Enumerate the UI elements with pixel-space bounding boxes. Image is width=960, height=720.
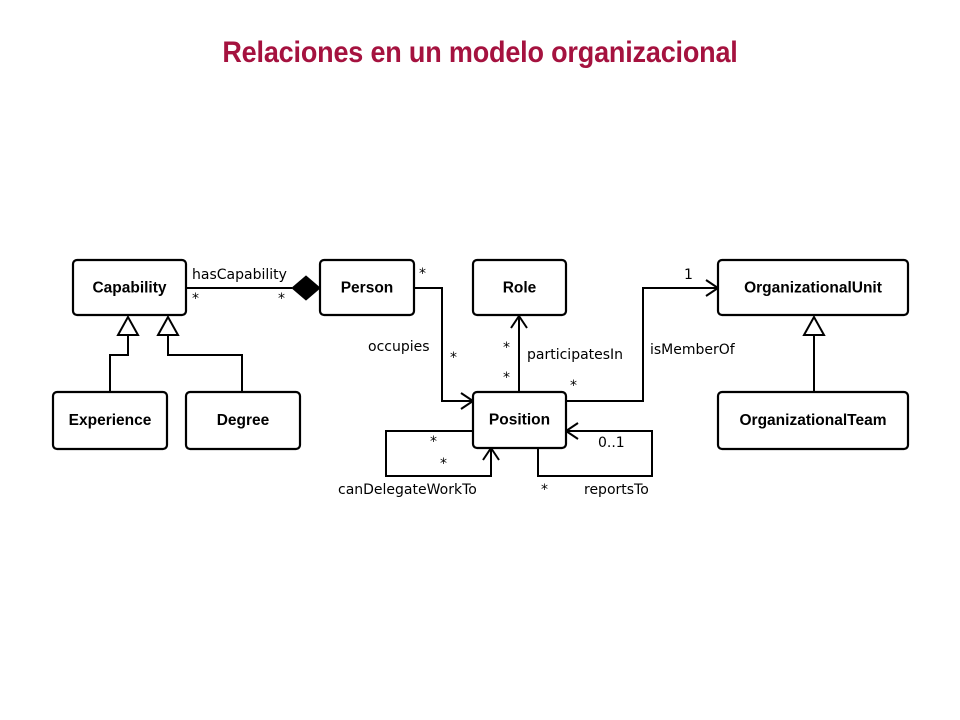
class-position: Position	[471, 390, 568, 450]
class-role-label: Role	[503, 280, 537, 297]
class-experience-label: Experience	[69, 412, 152, 429]
mult-can-delegate-source-end: *	[430, 434, 437, 450]
class-capability-label: Capability	[92, 280, 166, 297]
label-can-delegate-work-to: canDelegateWorkTo	[338, 482, 477, 498]
generalization-degree-capability	[167, 334, 243, 392]
class-degree: Degree	[184, 390, 302, 451]
mult-can-delegate-target-end: *	[440, 456, 447, 472]
edge-occupies	[414, 287, 473, 402]
mult-is-member-of-position-end: *	[570, 378, 577, 394]
class-experience: Experience	[51, 390, 169, 451]
label-reports-to: reportsTo	[584, 482, 649, 498]
class-organizational-unit-label: OrganizationalUnit	[744, 280, 882, 297]
mult-reports-to-source-end: *	[541, 482, 548, 498]
class-degree-label: Degree	[217, 412, 270, 429]
label-has-capability: hasCapability	[192, 267, 287, 283]
label-is-member-of: isMemberOf	[650, 342, 736, 358]
class-person-label: Person	[341, 280, 394, 297]
class-role: Role	[471, 258, 568, 317]
class-organizational-unit: OrganizationalUnit	[716, 258, 910, 317]
edge-is-member-of	[565, 287, 718, 402]
class-person: Person	[318, 258, 416, 317]
generalization-arrowhead-experience	[116, 314, 140, 336]
label-occupies: occupies	[368, 339, 430, 355]
class-position-label: Position	[489, 412, 550, 429]
mult-reports-to-target-end: 0..1	[598, 435, 625, 451]
composition-diamond	[291, 275, 321, 301]
class-capability: Capability	[71, 258, 188, 317]
mult-occupies-position-end: *	[450, 350, 457, 366]
mult-occupies-person-end: *	[419, 266, 426, 282]
edge-can-delegate-work-to	[385, 430, 492, 477]
diagram-title: Relaciones en un modelo organizacional	[222, 36, 738, 69]
class-organizational-team: OrganizationalTeam	[716, 390, 910, 451]
mult-participates-in-position-end: *	[503, 370, 510, 386]
mult-is-member-of-unit-end: 1	[684, 267, 693, 283]
edge-reports-to	[537, 430, 653, 477]
class-organizational-team-label: OrganizationalTeam	[740, 412, 887, 429]
mult-participates-in-role-end: *	[503, 340, 510, 356]
generalization-arrowhead-team	[802, 314, 826, 336]
generalization-experience-capability	[109, 334, 129, 392]
label-participates-in: participatesIn	[527, 347, 623, 363]
mult-has-capability-person-end: *	[278, 291, 285, 307]
mult-has-capability-capability-end: *	[192, 291, 199, 307]
generalization-arrowhead-degree	[156, 314, 180, 336]
